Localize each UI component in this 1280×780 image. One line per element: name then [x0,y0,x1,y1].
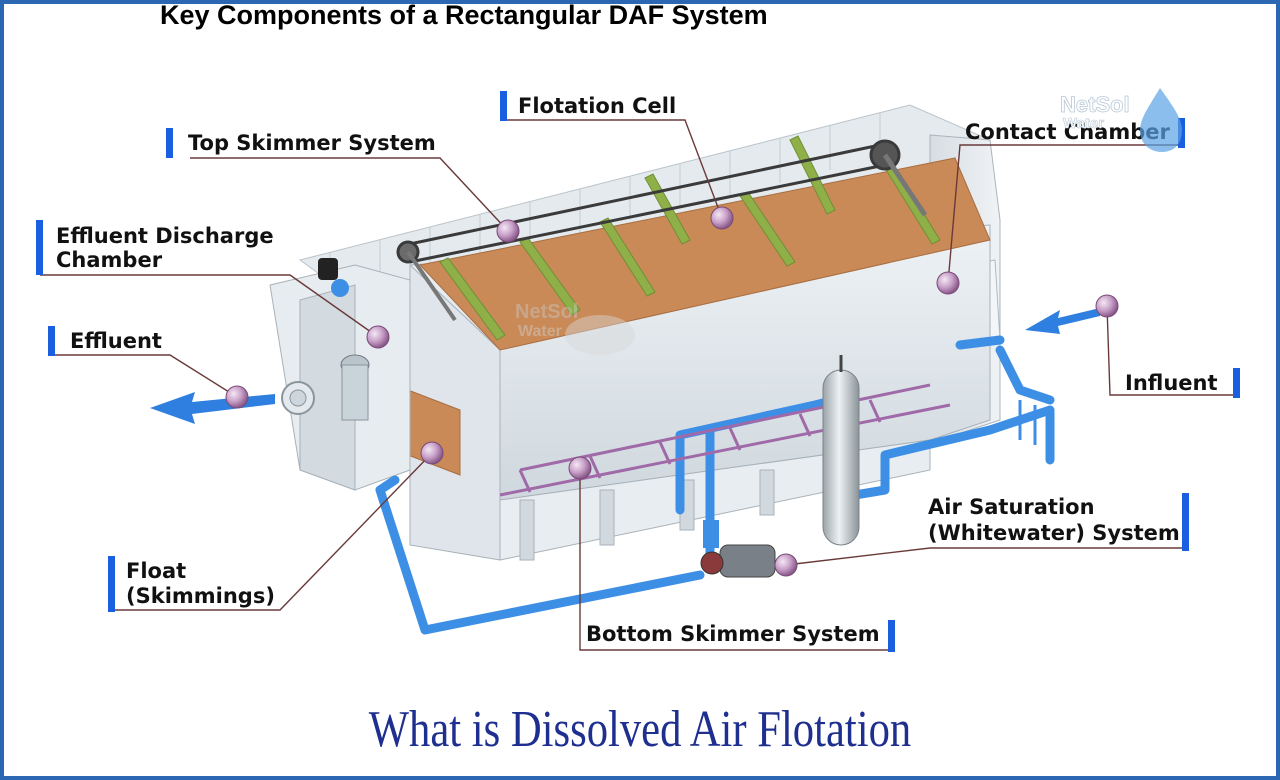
marker-air-saturation [774,553,798,577]
marker-effluent-discharge [366,325,390,349]
frame-right [1276,0,1280,780]
svg-text:NetSol: NetSol [1060,92,1130,117]
label-bottom-skimmer: Bottom Skimmer System [586,622,880,646]
label-flotation-cell: Flotation Cell [518,94,676,118]
marker-top-skimmer [496,219,520,243]
pipe-supports [1018,400,1037,445]
air-saturation-vessel [822,355,860,546]
top-skimmer-chain [396,139,928,322]
marker-contact-chamber [936,271,960,295]
markers [225,206,1119,577]
marker-influent [1095,294,1119,318]
marker-effluent [225,385,249,409]
label-contact-chamber: Contact Chamber [965,120,1170,144]
labels: Top Skimmer System Flotation Cell Contac… [56,94,1218,646]
diagram-title: Key Components of a Rectangular DAF Syst… [160,0,768,30]
recycle-pump [700,520,776,578]
watermark-logo: NetSol Water [515,301,635,355]
label-air-saturation-1: Air Saturation [928,495,1095,519]
daf-system-diagram: NetSol Water Top Skimmer System Flotatio… [36,88,1240,652]
distribution-header [499,383,951,497]
marker-bottom-skimmer [568,456,592,480]
label-float-2: (Skimmings) [126,584,275,608]
effluent-discharge-chamber [269,258,411,491]
caption: What is Dissolved Air Flotation [368,701,912,758]
marker-float [420,441,444,465]
frame-bottom [0,776,1280,780]
brand-logo: NetSol Water [1060,88,1182,152]
svg-text:Water: Water [518,323,562,340]
label-effluent-discharge-2: Chamber [56,248,163,272]
label-top-skimmer: Top Skimmer System [188,131,436,155]
svg-text:Water: Water [1063,115,1104,132]
effluent-arrow [150,392,275,424]
label-effluent-discharge-1: Effluent Discharge [56,224,274,248]
label-influent: Influent [1125,371,1218,395]
influent-arrow [1025,308,1100,334]
marker-flotation-cell [710,206,734,230]
frame-top [0,0,1280,4]
label-air-saturation-2: (Whitewater) System [928,521,1180,545]
leader-lines [40,119,1240,651]
frame-left [0,0,4,780]
label-effluent: Effluent [70,329,162,353]
label-float-1: Float [126,559,186,583]
svg-text:NetSol: NetSol [515,301,578,323]
